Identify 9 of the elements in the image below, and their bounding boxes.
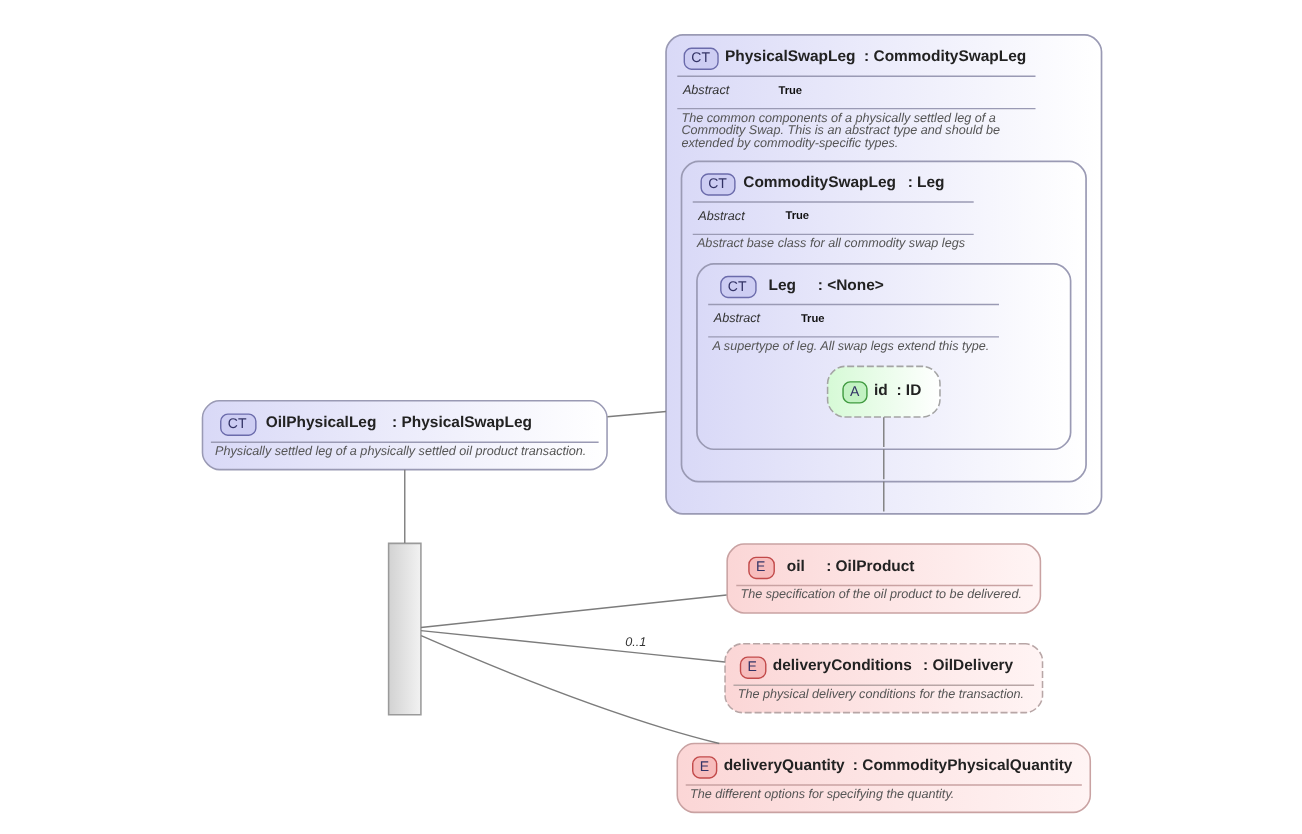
connector: [403, 468, 405, 543]
connector: [882, 479, 884, 512]
connector: [419, 593, 727, 628]
connector: [605, 409, 666, 417]
connector: [419, 628, 725, 662]
connector: [882, 415, 884, 447]
connector: [419, 633, 719, 744]
node-box: [386, 541, 421, 715]
connector: [882, 447, 884, 479]
